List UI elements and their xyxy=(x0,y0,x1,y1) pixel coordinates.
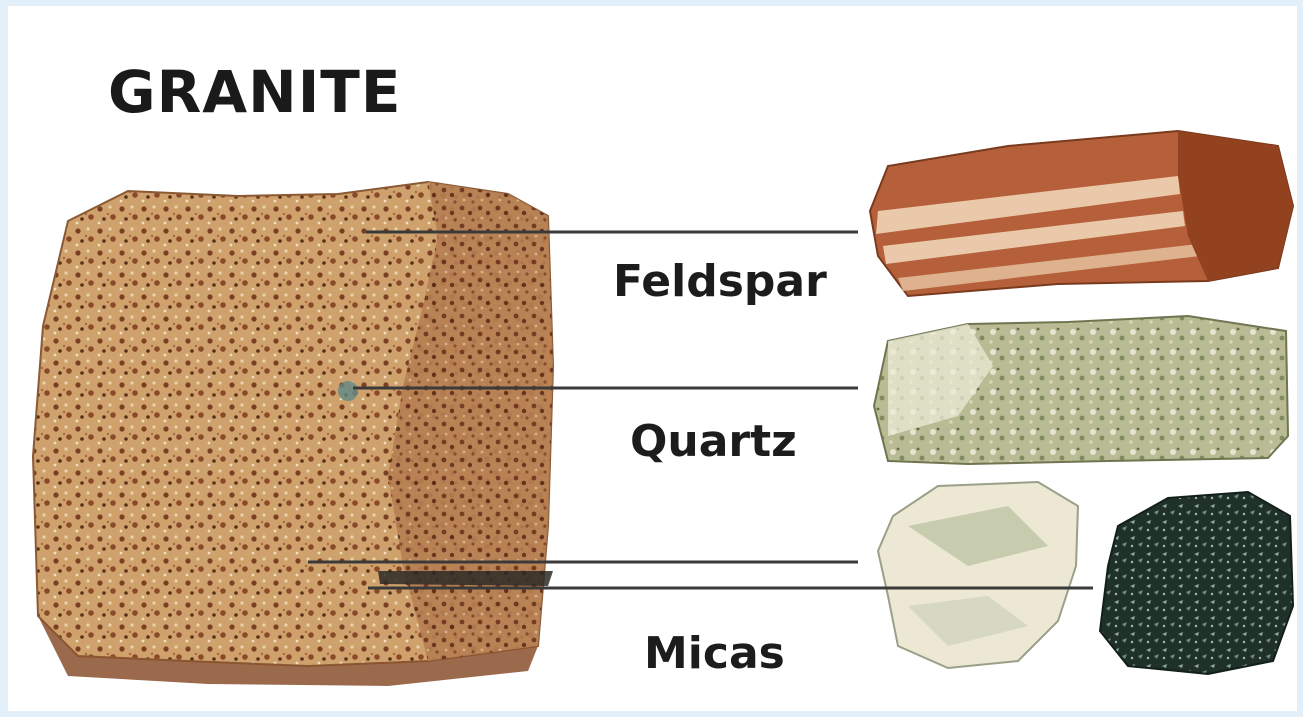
diagram-panel: GRANITE Feldspar Quartz Micas xyxy=(8,6,1297,711)
feldspar-sample xyxy=(870,131,1293,296)
mica-light-sample xyxy=(878,482,1078,668)
diagram-title: GRANITE xyxy=(108,58,401,126)
micas-label: Micas xyxy=(644,628,785,679)
mica-dark-sample xyxy=(1100,492,1293,674)
quartz-label: Quartz xyxy=(630,416,797,467)
feldspar-label: Feldspar xyxy=(613,256,827,307)
quartz-sample xyxy=(874,316,1288,464)
granite-rock xyxy=(33,182,553,686)
